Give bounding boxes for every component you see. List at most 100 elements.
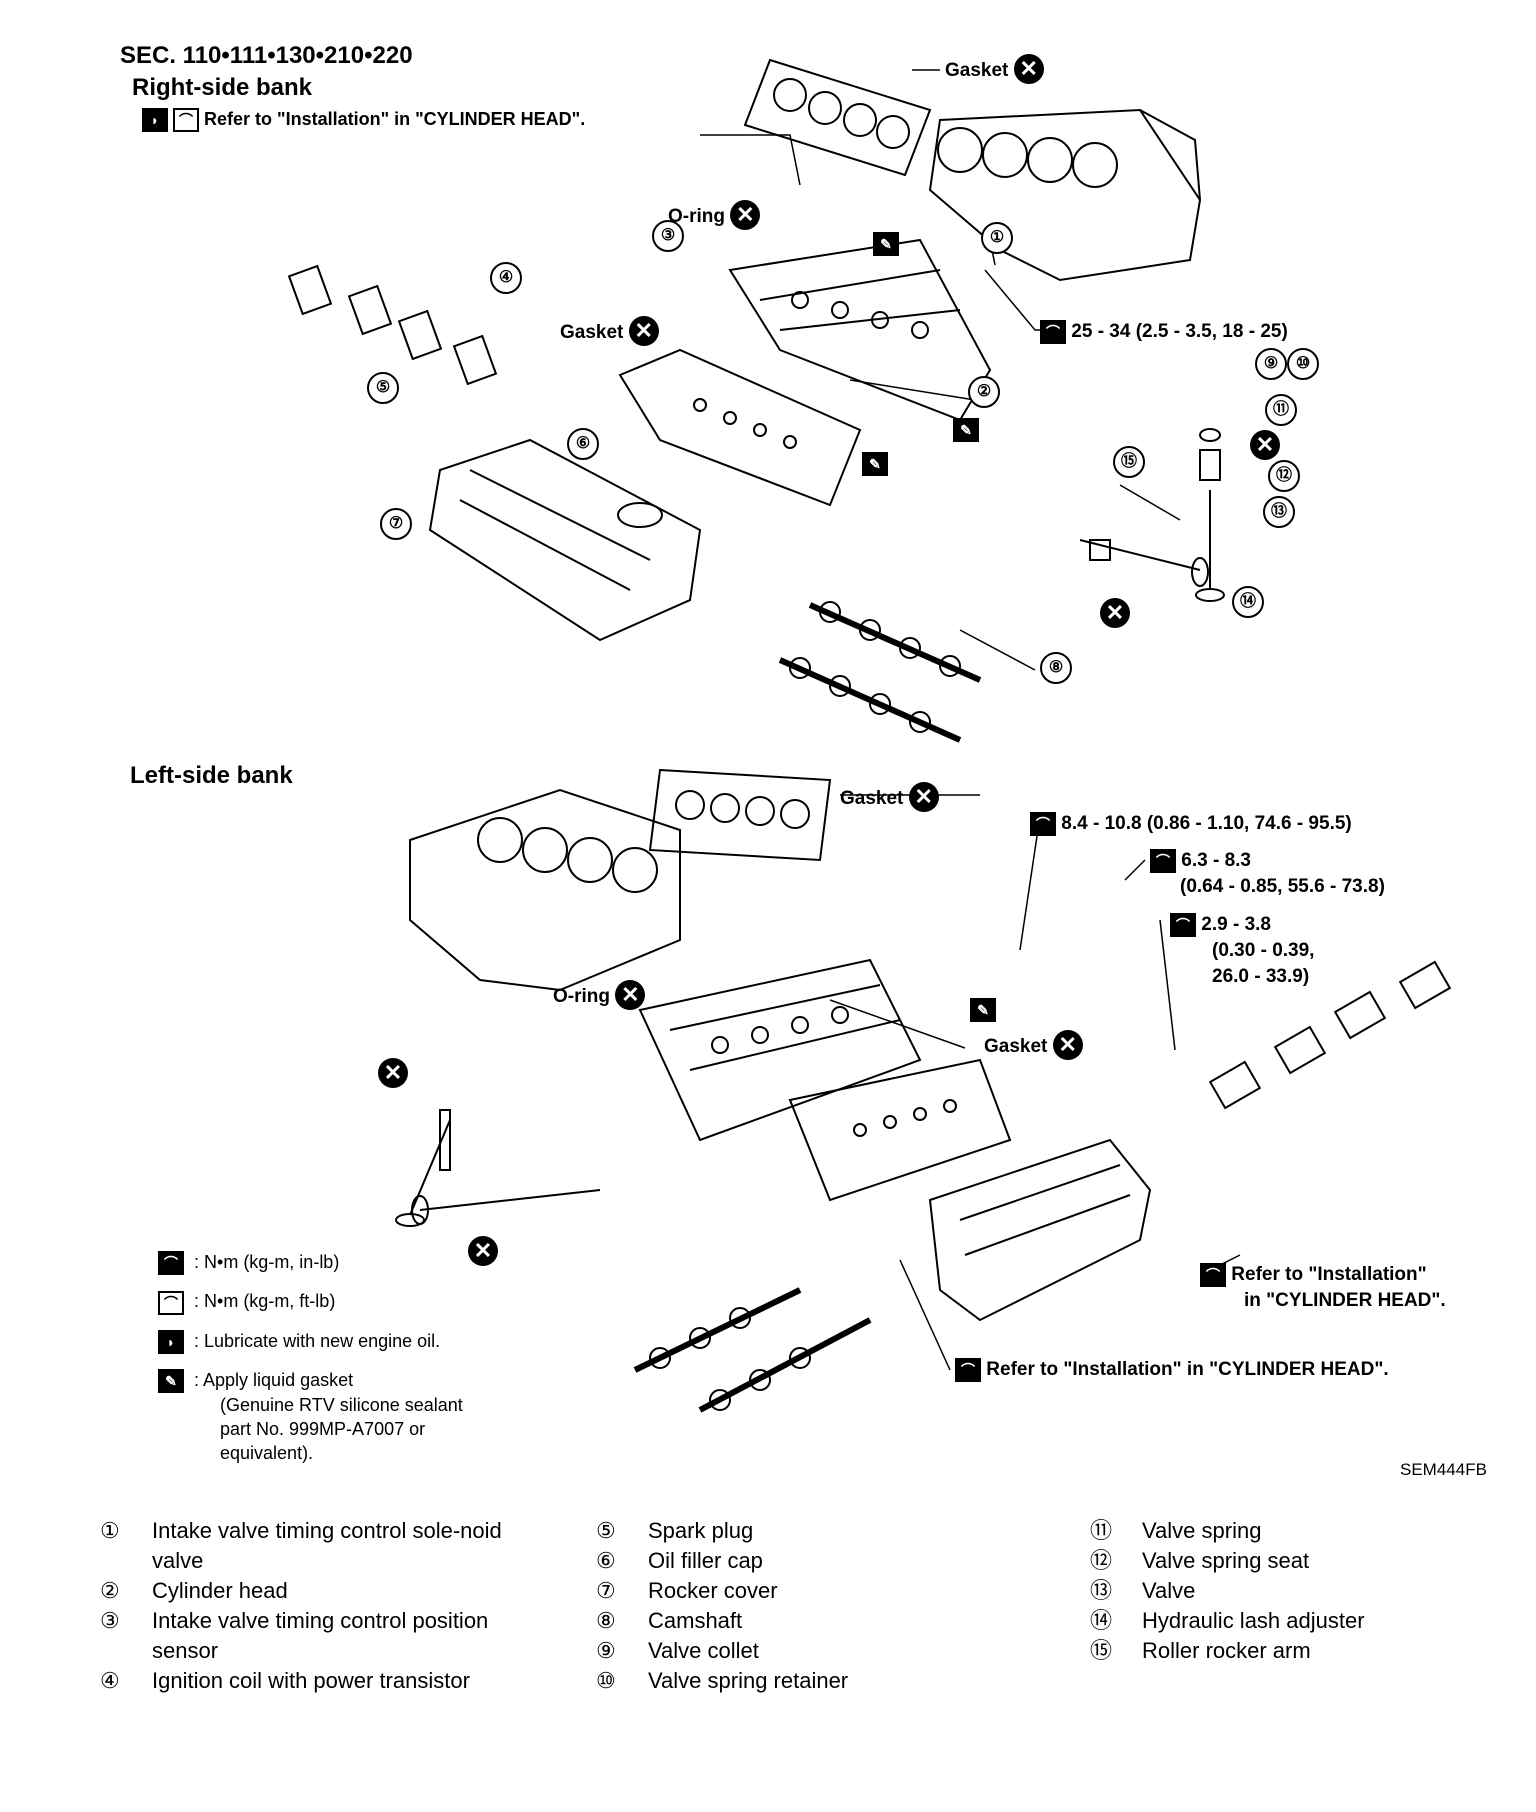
legend-gasket-line1: : Apply liquid gasket xyxy=(194,1369,354,1390)
replace-icon: ✕ xyxy=(615,980,646,1010)
torque-a-value: 8.4 - 10.8 (0.86 - 1.10, 74.6 - 95.5) xyxy=(1061,813,1352,835)
gasket-label: Gasket xyxy=(840,788,904,809)
torque-ftlb-icon: ⌒ xyxy=(1200,1262,1226,1287)
symbol-legend: ⌒ : N•m (kg-m, in-lb) ⌒ : N•m (kg-m, ft-… xyxy=(158,1250,463,1465)
part-number-4: ④ xyxy=(490,262,522,294)
part-number-7: ⑦ xyxy=(380,508,412,540)
rocker-gasket-left-shape xyxy=(788,1058,1012,1202)
valve-train-right-shape xyxy=(1079,428,1225,602)
liquid-gasket-icon: ✎ xyxy=(862,452,888,476)
refer-install-top-text: Refer to "Installation" in "CYLINDER HEA… xyxy=(204,108,586,129)
camshafts-right-shape xyxy=(778,601,982,743)
refer-bottom-text: Refer to "Installation" in "CYLINDER HEA… xyxy=(986,1359,1389,1381)
engine-block-right-shape xyxy=(928,108,1202,282)
gasket-label: Gasket xyxy=(560,322,624,343)
refer-rocker-callout: ⌒ Refer to "Installation" in "CYLINDER H… xyxy=(1200,1262,1446,1314)
torque-ftlb-icon: ⌒ xyxy=(955,1358,981,1382)
gasket-label: Gasket xyxy=(984,1036,1048,1057)
legend-gasket-line2: (Genuine RTV silicone sealant xyxy=(220,1395,463,1415)
liquid-gasket-icon: ✎ xyxy=(953,418,979,442)
figure-code: SEM444FB xyxy=(1400,1460,1487,1479)
part-number-11: ⑪ xyxy=(1265,394,1297,426)
oring-callout-right: O-ring ✕ xyxy=(668,200,761,230)
part-number-3: ③ xyxy=(652,220,684,252)
lubricate-icon: ◗ xyxy=(158,1329,184,1354)
legend-nm-ftlb: : N•m (kg-m, ft-lb) xyxy=(194,1291,336,1312)
valve-train-left-shape xyxy=(395,1109,601,1227)
torque-ftlb-icon: ⌒ xyxy=(173,108,200,132)
replace-icon: ✕ xyxy=(1100,598,1130,628)
torque-ftlb-icon: ⌒ xyxy=(1040,320,1066,344)
gasket-callout-left-top: Gasket ✕ xyxy=(840,782,939,812)
gasket-callout-left: Gasket ✕ xyxy=(984,1030,1083,1060)
refer-bottom-callout: ⌒ Refer to "Installation" in "CYLINDER H… xyxy=(955,1358,1389,1382)
part-number-13: ⑬ xyxy=(1263,496,1295,528)
gasket-callout-right: Gasket ✕ xyxy=(560,316,659,346)
rocker-gasket-right-shape xyxy=(618,348,862,507)
replace-icon: ✕ xyxy=(628,316,659,346)
replace-icon: ✕ xyxy=(1052,1030,1083,1060)
rocker-cover-right-shape xyxy=(428,438,702,642)
legend-gasket-line4: equivalent). xyxy=(220,1443,314,1463)
replace-icon: ✕ xyxy=(730,200,761,230)
part-number-6: ⑥ xyxy=(567,428,599,460)
ignition-coils-left-shape xyxy=(1208,960,1452,1110)
replace-icon: ✕ xyxy=(1250,430,1280,460)
ignition-coils-shape xyxy=(287,264,498,386)
torque-right-value: 25 - 34 (2.5 - 3.5, 18 - 25) xyxy=(1071,321,1288,343)
part-number-14: ⑭ xyxy=(1232,586,1264,618)
torque-ftlb-icon: ⌒ xyxy=(158,1290,184,1315)
torque-b-value: 6.3 - 8.3 xyxy=(1181,850,1251,871)
torque-c-metric: (0.30 - 0.39, xyxy=(1212,940,1315,961)
right-bank-title: Right-side bank xyxy=(132,74,313,101)
torque-b-metric: (0.64 - 0.85, 55.6 - 73.8) xyxy=(1180,876,1385,897)
replace-icon: ✕ xyxy=(468,1236,498,1266)
part-number-12: ⑫ xyxy=(1268,460,1300,492)
liquid-gasket-icon: ✎ xyxy=(873,232,899,256)
leader-lines xyxy=(700,69,1241,1371)
refer-rocker-line1: Refer to "Installation" xyxy=(1231,1264,1427,1285)
head-gasket-left-shape xyxy=(648,768,832,862)
liquid-gasket-icon: ✎ xyxy=(158,1369,184,1393)
engine-block-left-shape xyxy=(409,788,681,992)
section-header: SEC. 110•111•130•210•220 xyxy=(120,42,413,69)
cylinder-head-right-shape xyxy=(728,238,992,422)
refer-install-top: ◗ ⌒ Refer to "Installation" in "CYLINDER… xyxy=(142,108,585,132)
part-number-2: ② xyxy=(968,376,1000,408)
torque-callout-b: ⌒ 6.3 - 8.3 (0.64 - 0.85, 55.6 - 73.8) xyxy=(1150,848,1385,900)
torque-inlb-icon: ⌒ xyxy=(158,1251,184,1276)
refer-rocker-line2: in "CYLINDER HEAD". xyxy=(1244,1290,1446,1311)
torque-callout-a: ⌒ 8.4 - 10.8 (0.86 - 1.10, 74.6 - 95.5) xyxy=(1030,812,1352,836)
camshafts-left-shape xyxy=(633,1287,872,1413)
left-bank-title: Left-side bank xyxy=(130,762,293,789)
lubricate-icon: ◗ xyxy=(142,108,168,132)
part-number-8: ⑧ xyxy=(1040,652,1072,684)
part-number-15: ⑮ xyxy=(1113,446,1145,478)
rocker-cover-left-shape xyxy=(928,1138,1152,1322)
part-number-1: ① xyxy=(981,222,1013,254)
part-number-5: ⑤ xyxy=(367,372,399,404)
legend-gasket-line3: part No. 999MP-A7007 or xyxy=(220,1419,426,1439)
gasket-callout-top: Gasket ✕ xyxy=(945,54,1044,84)
oring-label: O-ring xyxy=(668,206,725,227)
torque-c-inlb: 26.0 - 33.9) xyxy=(1212,966,1310,987)
head-gasket-right-shape xyxy=(743,58,932,177)
torque-inlb-icon: ⌒ xyxy=(1030,812,1056,836)
oring-label: O-ring xyxy=(553,986,610,1007)
legend-nm-inlb: : N•m (kg-m, in-lb) xyxy=(194,1252,340,1272)
